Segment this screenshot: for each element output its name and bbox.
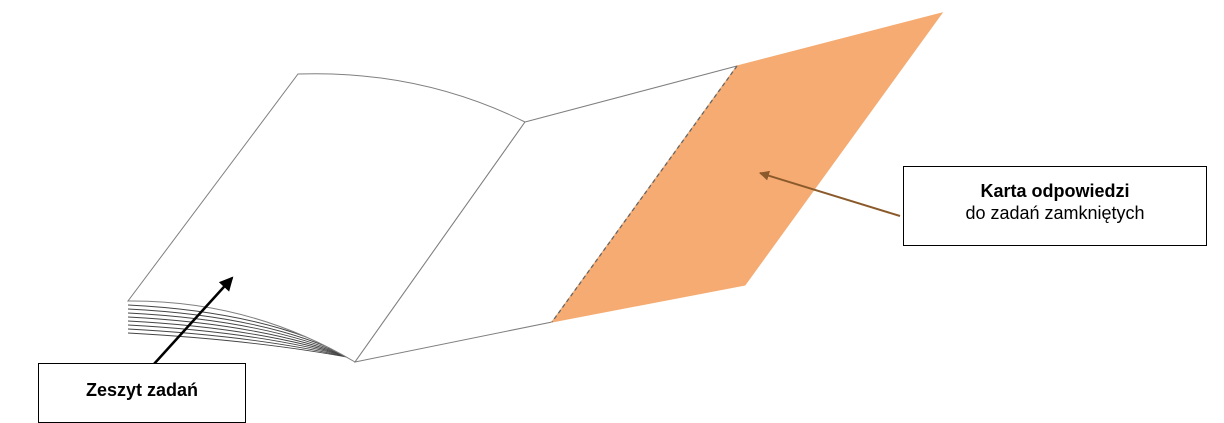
answer-sheet-subtitle: do zadań zamkniętych [904, 202, 1206, 224]
answer-sheet-title: Karta odpowiedzi [904, 180, 1206, 202]
answer-sheet-callout: Karta odpowiedzi do zadań zamkniętych [903, 166, 1207, 246]
booklet-callout: Zeszyt zadań [38, 363, 246, 423]
booklet-title: Zeszyt zadań [39, 379, 245, 401]
